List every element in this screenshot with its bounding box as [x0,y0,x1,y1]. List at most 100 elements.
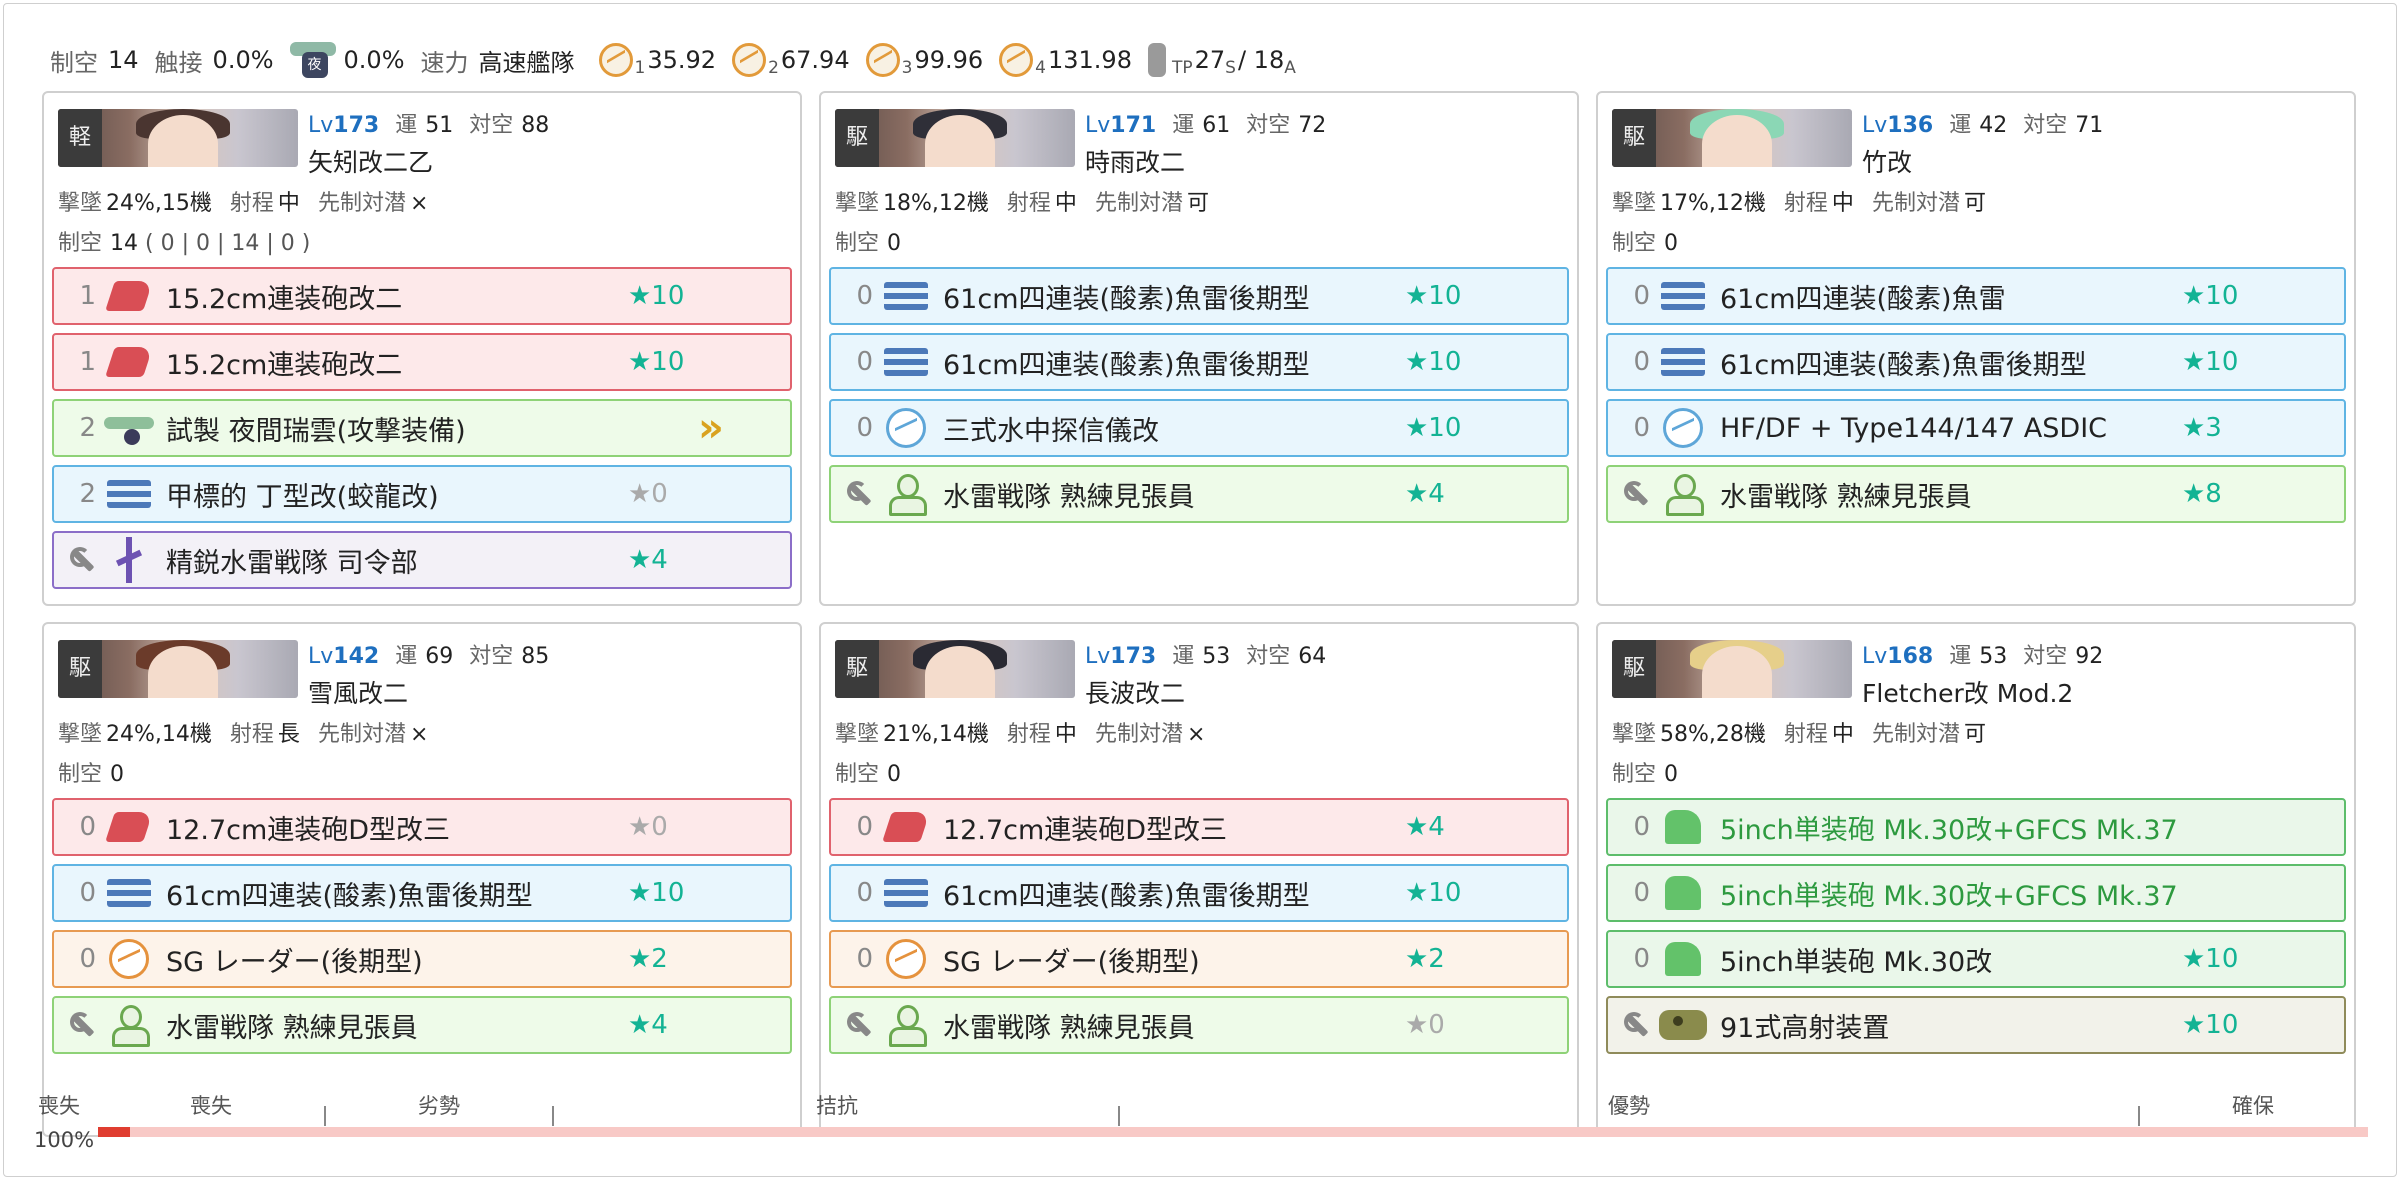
torpedo-icon [879,273,933,319]
range-value: 中 [1054,722,1077,747]
fleet-command-icon [102,537,156,583]
equipment-name: 61cm四連装(酸素)魚雷 [1720,283,2006,315]
range-label: 射程 [229,191,274,216]
ship-air-value: 0 [110,762,125,787]
equipment-slot[interactable]: 91式高射装置★10 [1606,996,2346,1054]
recon-value: 0.0% [343,46,405,74]
level-value: 173 [1110,644,1157,669]
opening-asw-label: 先制対潜 [1871,191,1960,216]
level-value: 142 [333,644,380,669]
shootdown-value: 17%,12機 [1660,191,1766,216]
ship-air-slots: ( 0 | 0 | 14 | 0 ) [145,231,311,256]
los-value-3: 99.96 [914,46,984,74]
opening-asw-label: 先制対潜 [1094,722,1183,747]
opening-asw-label: 先制対潜 [317,191,406,216]
equipment-name: 精鋭水雷戦隊 司令部 [166,547,418,579]
improvement-star: ★3 [2182,413,2222,443]
reinforcement-slot-icon [70,547,96,573]
ship-type-badge: 駆 [58,640,102,698]
reinforcement-slot-icon [1624,481,1650,507]
aircraft-count: 0 [1633,878,1650,908]
improvement-star: ★2 [628,944,668,974]
shootdown-label: 撃墜 [58,722,103,747]
aa-label: 対空 [2023,113,2068,138]
air-state-label-loss: 喪失 [190,1094,232,1118]
ship-portrait[interactable]: 駆 [1612,109,1852,167]
main-gun-red-icon [102,273,156,319]
torpedo-icon [1656,339,1710,385]
seaplane-bomber-icon [102,405,156,451]
ship-name: 竹改 [1862,148,1913,177]
ship-type-badge: 駆 [1612,640,1656,698]
level-label: Lv [1862,113,1888,138]
equipment-name: SG レーダー(後期型) [943,946,1200,978]
ship-portrait[interactable]: 駆 [835,109,1075,167]
equipment-slot[interactable]: 0 5inch単装砲 Mk.30改+GFCS Mk.37 [1606,864,2346,922]
sonar-icon [1656,405,1710,451]
shootdown-label: 撃墜 [1612,722,1657,747]
level-label: Lv [1085,113,1111,138]
opening-asw-value: 可 [1963,191,1986,216]
air-power-value: 14 [108,46,139,74]
aircraft-count: 0 [1633,944,1650,974]
luck-label: 運 [1172,644,1195,669]
reinforcement-slot-icon [847,1012,873,1038]
equipment-slot[interactable]: 水雷戦隊 熟練見張員★0 [829,996,1569,1054]
equipment-name: 91式高射装置 [1720,1012,1890,1044]
radar-icon [102,936,156,982]
contact-value: 0.0% [212,46,274,74]
equipment-name: 試製 夜間瑞雲(攻撃装備) [166,415,466,447]
aircraft-count: 1 [79,347,96,377]
improvement-star: ★10 [628,347,685,377]
opening-asw-label: 先制対潜 [1094,191,1183,216]
equipment-name: 15.2cm連装砲改二 [166,283,403,315]
equipment-slot[interactable]: 水雷戦隊 熟練見張員★4 [829,465,1569,523]
transport-drum-icon [1147,43,1166,77]
equipment-slot[interactable]: 水雷戦隊 熟練見張員★8 [1606,465,2346,523]
torpedo-icon [879,339,933,385]
luck-label: 運 [395,113,418,138]
ship-portrait[interactable]: 駆 [835,640,1075,698]
level-value: 173 [333,113,380,138]
ship-portrait[interactable]: 軽 [58,109,298,167]
aircraft-count: 0 [79,944,96,974]
ship-air-label: 制空 [1612,762,1657,787]
luck-value: 53 [1202,644,1231,669]
ship-air-value: 14 [110,231,139,256]
aircraft-count: 0 [1633,281,1650,311]
radar-icon [879,936,933,982]
ship-portrait[interactable]: 駆 [58,640,298,698]
improvement-star: ★0 [1405,1010,1445,1040]
ship-air-value: 0 [1664,231,1679,256]
aircraft-count: 0 [856,812,873,842]
aa-value: 92 [2075,644,2104,669]
equipment-slot[interactable]: 精鋭水雷戦隊 司令部★4 [52,531,792,589]
ship-air-value: 0 [887,231,902,256]
equipment-name: 5inch単装砲 Mk.30改+GFCS Mk.37 [1720,880,2178,912]
equipment-name: 水雷戦隊 熟練見張員 [166,1012,418,1044]
ship-portrait[interactable]: 駆 [1612,640,1852,698]
los-sub-3: 3 [901,58,913,78]
aa-label: 対空 [469,644,514,669]
los-value-4: 131.98 [1047,46,1132,74]
equipment-slot[interactable]: 水雷戦隊 熟練見張員★4 [52,996,792,1054]
